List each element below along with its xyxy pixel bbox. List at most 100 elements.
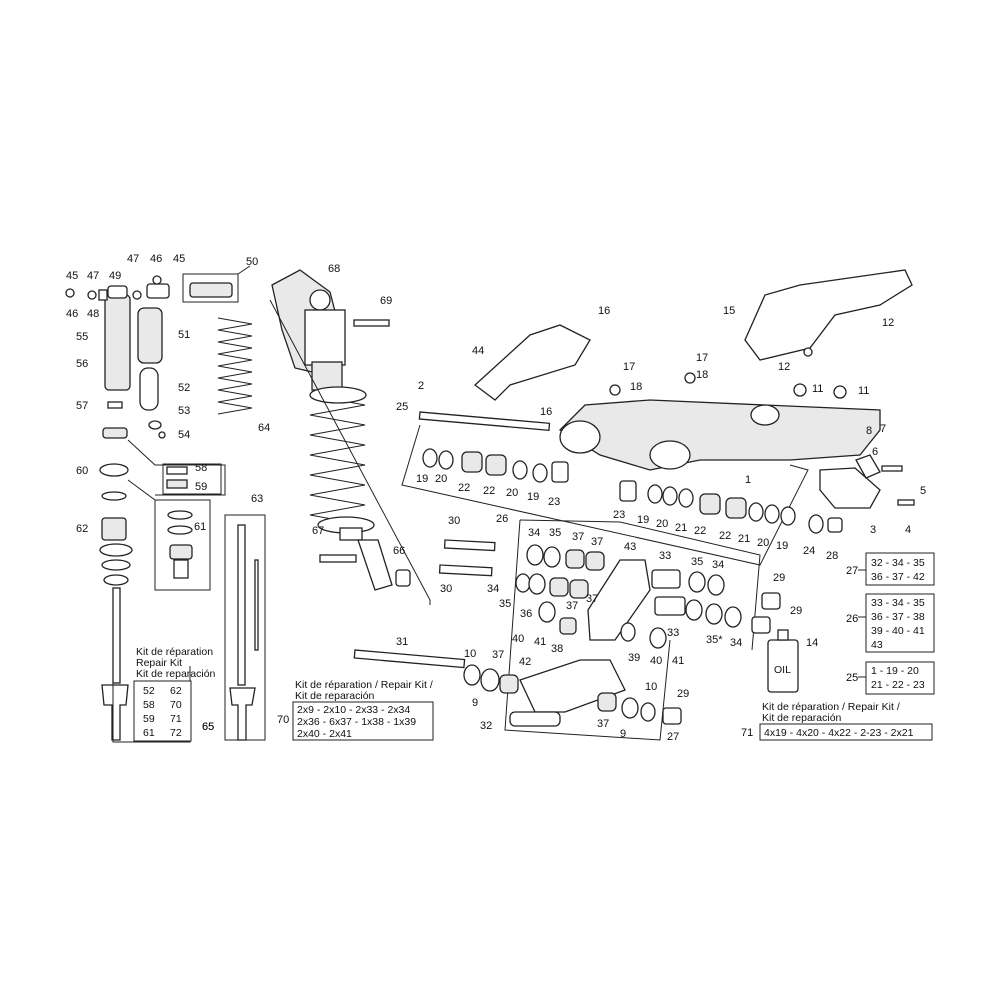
kit-subtitle: Kit de reparación <box>295 690 375 702</box>
callout: 46 <box>150 253 162 265</box>
callout: 6 <box>872 446 878 458</box>
callout: 69 <box>380 295 392 307</box>
callout: 24 <box>803 545 815 557</box>
callout: 14 <box>806 637 818 649</box>
kit-line: 4x19 - 4x20 - 4x22 - 2-23 - 2x21 <box>764 727 914 739</box>
kit-ref: 26 <box>846 613 858 625</box>
callout: 16 <box>540 406 552 418</box>
kit-item: 61 <box>143 727 155 739</box>
callout: 35* <box>706 634 723 646</box>
callout: 62 <box>76 523 88 535</box>
kit-ref: 27 <box>846 565 858 577</box>
callout: 19 <box>416 473 428 485</box>
kit-item: 59 <box>143 713 155 725</box>
callout: 38 <box>551 643 563 655</box>
callout: 36 <box>520 608 532 620</box>
kit-line: 43 <box>871 639 883 651</box>
callout: 21 <box>675 522 687 534</box>
callout: 60 <box>76 465 88 477</box>
callout: 61 <box>194 521 206 533</box>
callout: 22 <box>458 482 470 494</box>
callout: 17 <box>696 352 708 364</box>
callout: 26 <box>496 513 508 525</box>
callout: 34 <box>487 583 499 595</box>
callout: 18 <box>696 369 708 381</box>
callout: 35 <box>499 598 511 610</box>
callout: 64 <box>258 422 270 434</box>
callout: 66 <box>393 545 405 557</box>
callout: 41 <box>534 636 546 648</box>
callout: 40 <box>512 633 524 645</box>
callout: 37 <box>492 649 504 661</box>
callout: 58 <box>195 462 207 474</box>
callout: 54 <box>178 429 190 441</box>
callout-labels: 45 46 47 48 49 47 46 45 50 55 56 51 52 5… <box>66 253 926 743</box>
callout: 37 <box>572 531 584 543</box>
callout: 55 <box>76 331 88 343</box>
callout: 7 <box>880 423 886 435</box>
callout: 20 <box>656 518 668 530</box>
callout: 34 <box>730 637 742 649</box>
swingarm-repair-kit-71: Kit de réparation / Repair Kit / Kit de … <box>759 701 933 741</box>
callout: 12 <box>778 361 790 373</box>
swingarm-assembly <box>401 269 915 566</box>
kit-25: 1 - 19 - 20 21 - 22 - 23 <box>865 661 935 695</box>
kit-ref: 25 <box>846 672 858 684</box>
kit-item: 71 <box>170 713 182 725</box>
callout: 47 <box>127 253 139 265</box>
callout: 52 <box>178 382 190 394</box>
callout: 68 <box>328 263 340 275</box>
callout: 34 <box>528 527 540 539</box>
kit-subtitle: Kit de reparación <box>136 668 216 680</box>
callout: 10 <box>464 648 476 660</box>
callout: 56 <box>76 358 88 370</box>
kit-line: 32 - 34 - 35 <box>871 557 925 569</box>
kit-ref: 65 <box>202 721 214 733</box>
callout: 18 <box>630 381 642 393</box>
callout: 67 <box>312 525 324 537</box>
callout: 20 <box>506 487 518 499</box>
callout: 19 <box>776 540 788 552</box>
kit-line: 2x40 - 2x41 <box>297 728 352 740</box>
callout: 37 <box>586 593 598 605</box>
kit-line: 36 - 37 - 42 <box>871 571 925 583</box>
callout: 9 <box>472 697 478 709</box>
callout: 19 <box>527 491 539 503</box>
callout: 12 <box>882 317 894 329</box>
kit-subtitle: Repair Kit <box>136 657 182 669</box>
callout: 47 <box>87 270 99 282</box>
callout: 20 <box>757 537 769 549</box>
callout: 23 <box>548 496 560 508</box>
callout: 11 <box>812 383 823 395</box>
callout: 30 <box>448 515 460 527</box>
callout: 22 <box>694 525 706 537</box>
callout: 27 <box>667 731 679 743</box>
callout: 51 <box>178 329 190 341</box>
kit-refs: 65 70 71 27 26 25 OIL <box>202 565 858 739</box>
callout: 29 <box>677 688 689 700</box>
callout: 37 <box>566 600 578 612</box>
callout: 17 <box>623 361 635 373</box>
callout: 40 <box>650 655 662 667</box>
callout: 29 <box>773 572 785 584</box>
callout: 57 <box>76 400 88 412</box>
callout: 29 <box>790 605 802 617</box>
callout: 41 <box>672 655 684 667</box>
kit-title: Kit de réparation / Repair Kit / <box>295 679 433 691</box>
callout: 39 <box>628 652 640 664</box>
callout: 48 <box>87 308 99 320</box>
callout: 35 <box>549 527 561 539</box>
callout: 2 <box>418 380 424 392</box>
callout: 33 <box>667 627 679 639</box>
callout: 44 <box>472 345 484 357</box>
kit-line: 2x36 - 6x37 - 1x38 - 1x39 <box>297 716 416 728</box>
kit-title: Kit de réparation / Repair Kit / <box>762 701 900 713</box>
kit-26: 33 - 34 - 35 36 - 37 - 38 39 - 40 - 41 4… <box>865 593 935 653</box>
callout: 45 <box>173 253 185 265</box>
callout: 65 <box>202 721 214 733</box>
callout: 9 <box>620 728 626 740</box>
callout: 4 <box>905 524 911 536</box>
callout: 59 <box>195 481 207 493</box>
callout: 42 <box>519 656 531 668</box>
callout: 22 <box>719 530 731 542</box>
